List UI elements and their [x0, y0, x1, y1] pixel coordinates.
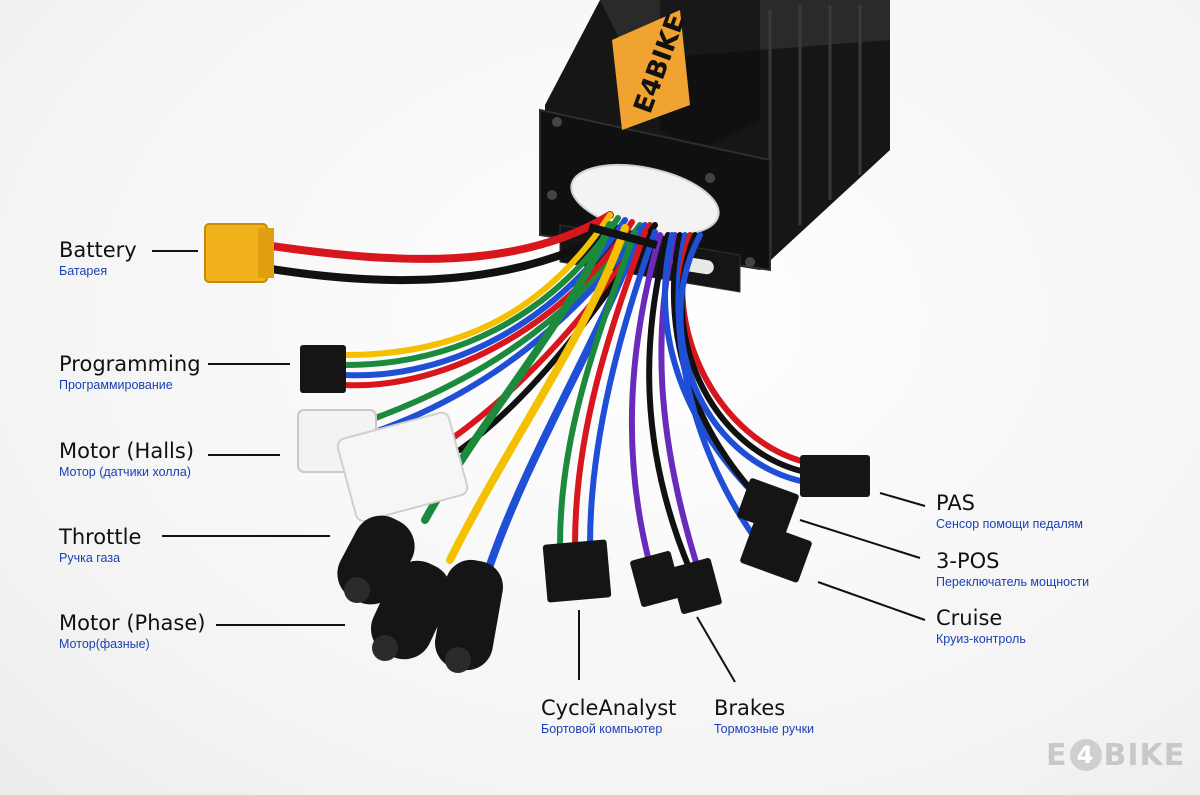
- motor-halls-subtitle: Мотор (датчики холла): [59, 465, 191, 479]
- cycle-analyst-connector: [542, 539, 612, 603]
- three-pos-title: 3-POS: [936, 549, 1000, 573]
- cruise-subtitle: Круиз-контроль: [936, 632, 1026, 646]
- three-pos-subtitle: Переключатель мощности: [936, 575, 1090, 589]
- watermark-prefix: E: [1046, 738, 1068, 773]
- throttle-subtitle: Ручка газа: [59, 551, 121, 565]
- motor-phase-label: Motor (Phase) Мотор(фазные): [59, 610, 205, 652]
- programming-label: Programming Программирование: [59, 351, 201, 393]
- cycle-analyst-title: CycleAnalyst: [541, 696, 677, 720]
- switch-connectors: [737, 455, 870, 583]
- battery-title: Battery: [59, 238, 137, 262]
- cruise-label: Cruise Круиз-контроль: [936, 605, 1026, 647]
- cycle-analyst-subtitle: Бортовой компьютер: [541, 722, 663, 736]
- programming-connector: [300, 345, 346, 393]
- pas-subtitle: Сенсор помощи педалям: [936, 517, 1084, 531]
- throttle-label: Throttle Ручка газа: [59, 524, 141, 566]
- cable-tie: [588, 223, 658, 249]
- cruise-title: Cruise: [936, 606, 1003, 630]
- watermark-circle: 4: [1069, 739, 1102, 771]
- motor-phase-title: Motor (Phase): [59, 611, 206, 635]
- motor-halls-label: Motor (Halls) Мотор (датчики холла): [59, 438, 194, 480]
- leader-lines: [152, 250, 926, 683]
- battery-subtitle: Батарея: [59, 264, 108, 278]
- wire-bundle: [342, 212, 808, 578]
- pas-label: PAS Сенсор помощи педалям: [936, 490, 1083, 532]
- battery-label: Battery Батарея: [59, 237, 137, 279]
- motor-phase-subtitle: Мотор(фазные): [59, 637, 150, 651]
- brake-connectors: [630, 551, 722, 614]
- hall-connectors: [297, 409, 469, 522]
- brakes-subtitle: Тормозные ручки: [714, 722, 815, 736]
- battery-connector: [204, 223, 274, 283]
- brakes-title: Brakes: [714, 696, 786, 720]
- watermark-suffix: BIKE: [1103, 738, 1186, 773]
- cycle-analyst-label: CycleAnalyst Бортовой компьютер: [541, 695, 676, 737]
- brakes-label: Brakes Тормозные ручки: [714, 695, 814, 737]
- battery-wires: [261, 211, 624, 285]
- programming-subtitle: Программирование: [59, 378, 173, 392]
- motor-halls-title: Motor (Halls): [59, 439, 195, 463]
- programming-title: Programming: [59, 352, 201, 376]
- pas-title: PAS: [936, 491, 976, 515]
- three-pos-label: 3-POS Переключатель мощности: [936, 548, 1089, 590]
- throttle-title: Throttle: [59, 525, 142, 549]
- phase-connectors: [337, 515, 503, 673]
